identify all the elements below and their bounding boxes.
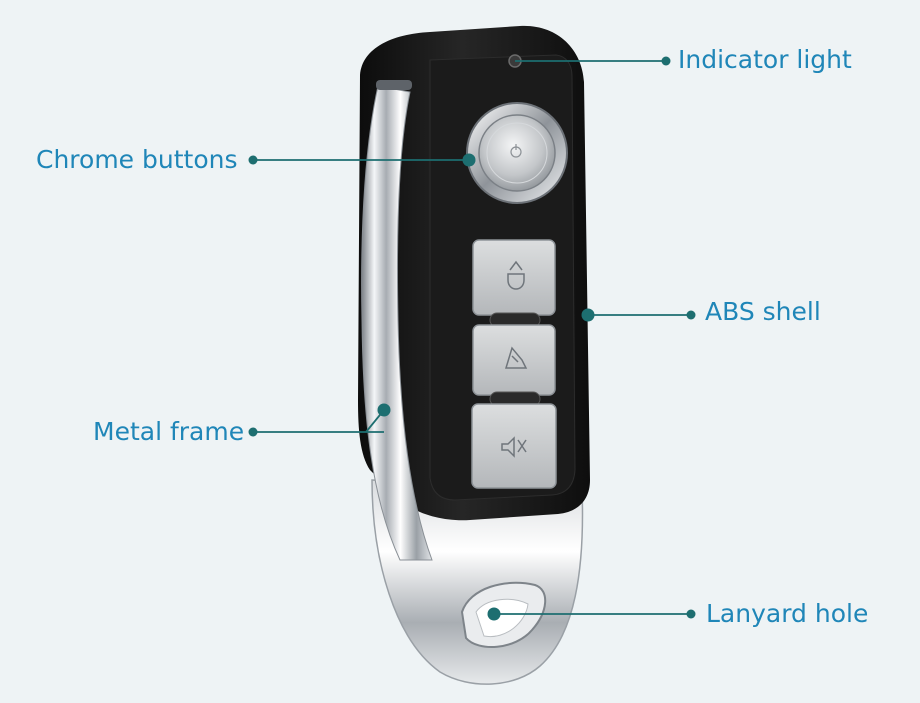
chrome-key-unlock [472,239,556,316]
leader-dots [248,56,696,621]
dot-indicator-light-end [661,56,671,66]
label-chrome-buttons: Chrome buttons [36,145,238,174]
dot-chrome-buttons-end [462,153,476,167]
chrome-key-mute [471,403,557,489]
chrome-key-lock [472,324,556,396]
metal-frame [361,85,433,561]
dot-lanyard-hole-end [686,609,696,619]
label-indicator-light: Indicator light [678,45,852,74]
leader-lines [253,60,691,615]
power-icon [510,144,522,158]
trunk-icon [504,346,528,369]
dot-abs-shell-end [686,310,696,320]
dot-abs-shell-start [581,308,595,322]
label-metal-frame: Metal frame [93,417,245,446]
leader-metal-frame-bend [365,409,385,433]
dot-metal-frame-start [248,427,258,437]
dot-chrome-buttons-start [248,155,258,165]
lanyard-hole [460,581,547,648]
chrome-round-button [466,102,568,204]
unlock-icon [507,260,525,290]
label-lanyard-hole: Lanyard hole [706,599,869,628]
mute-icon [501,436,527,458]
frame-top-cap [376,80,412,90]
label-abs-shell: ABS shell [705,297,821,326]
dot-lanyard-hole-start [487,607,501,621]
